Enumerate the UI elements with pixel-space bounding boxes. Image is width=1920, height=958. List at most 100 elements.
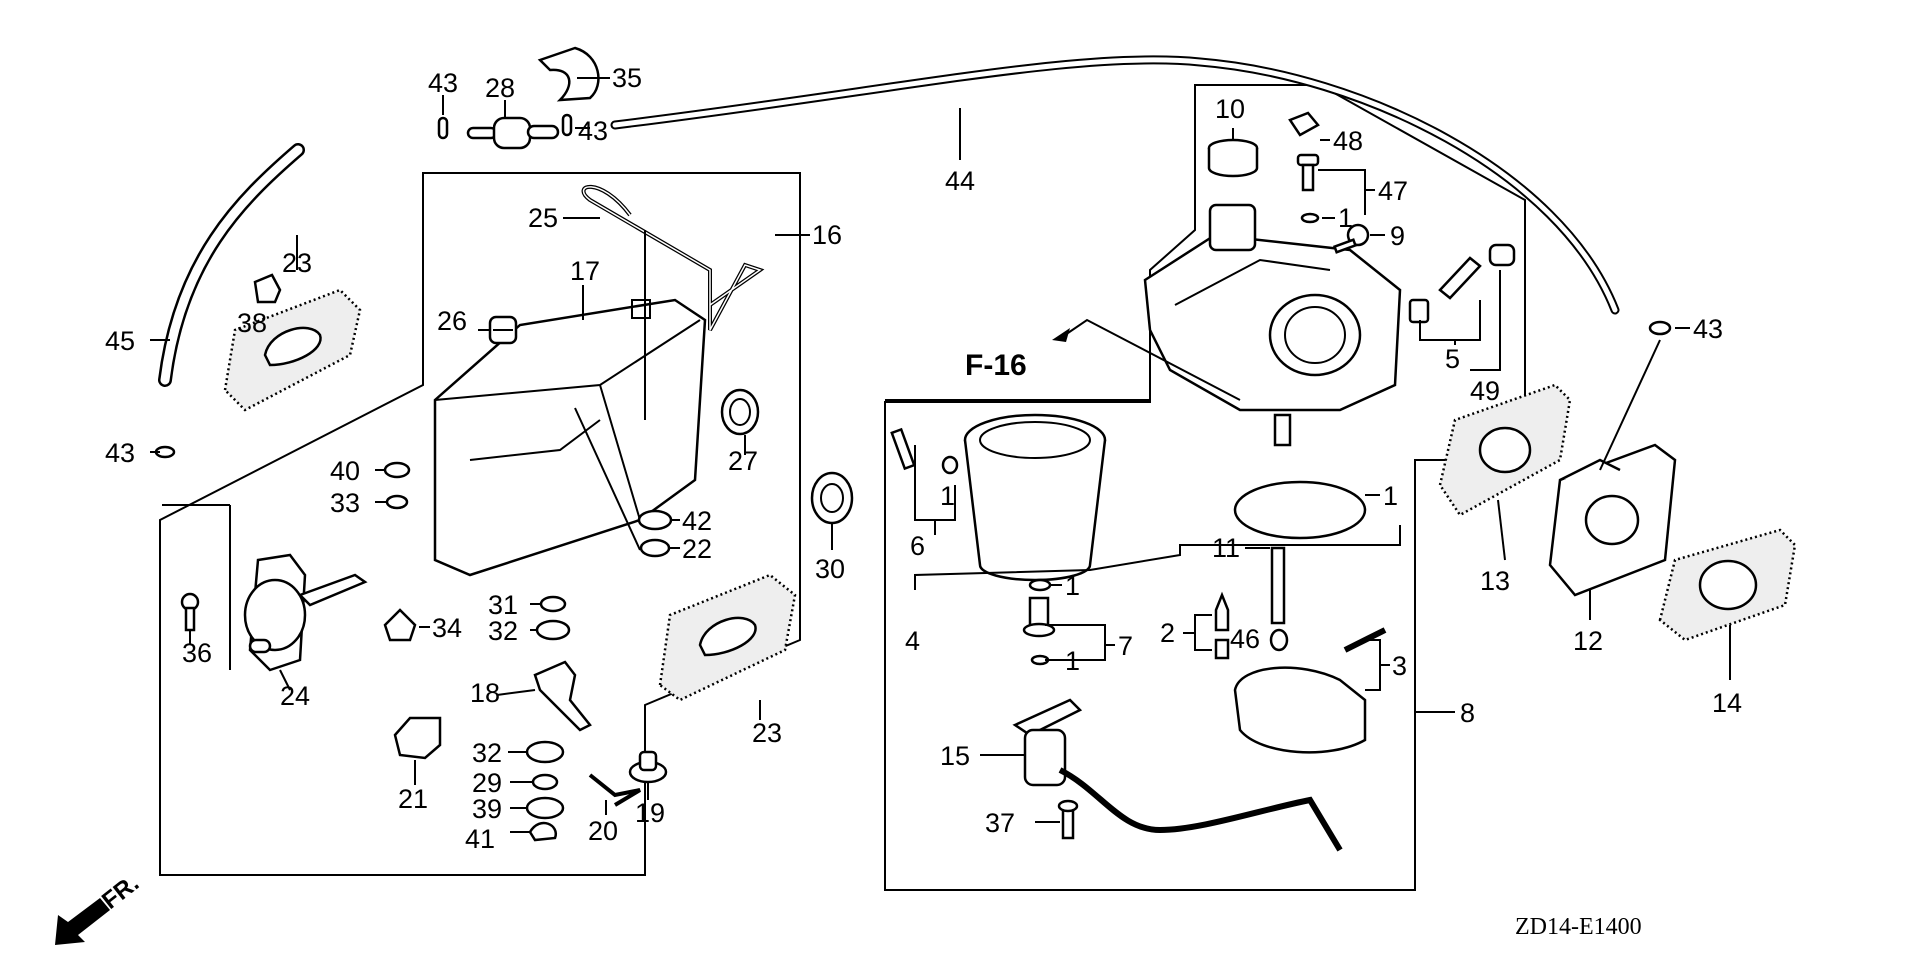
callout-42: 42 <box>682 506 712 536</box>
float-bowl-4 <box>963 413 1107 582</box>
front-arrow-icon <box>55 898 110 945</box>
o-ring-1 <box>1233 480 1367 540</box>
callout-12: 12 <box>1573 626 1603 656</box>
callout-1: 1 <box>1383 481 1398 511</box>
callout-19: 19 <box>635 798 665 828</box>
callout-28: 28 <box>485 73 515 103</box>
insulator-12 <box>1548 443 1677 597</box>
clip-43-mid <box>561 113 573 137</box>
fuel-pump-24 <box>243 553 368 672</box>
washer-42 <box>637 509 673 531</box>
callout-7: 7 <box>1118 631 1133 661</box>
callout-34: 34 <box>432 613 462 643</box>
callout-43: 43 <box>1693 314 1723 344</box>
callout-4: 4 <box>905 626 920 656</box>
callout-22: 22 <box>682 534 712 564</box>
callout-41: 41 <box>465 824 495 854</box>
washer-40 <box>383 461 411 479</box>
callout-48: 48 <box>1333 126 1363 156</box>
carburetor-body <box>1143 203 1402 447</box>
callout-10: 10 <box>1215 94 1245 124</box>
washer-29 <box>531 773 559 791</box>
arrow-head <box>1052 328 1070 342</box>
knob-21 <box>393 716 442 760</box>
clip-41 <box>528 821 558 842</box>
callout-43: 43 <box>105 438 135 468</box>
callout-24: 24 <box>280 681 310 711</box>
cap-10 <box>1207 138 1259 178</box>
callout-11: 11 <box>1212 533 1240 563</box>
screw-6 <box>890 427 916 471</box>
callout-26: 26 <box>437 306 467 336</box>
nut-19 <box>628 750 668 784</box>
collar-38 <box>253 273 282 304</box>
washer-1-top <box>1300 212 1320 224</box>
screw-9 <box>1332 223 1370 254</box>
callout-49: 49 <box>1470 376 1500 406</box>
callout-32: 32 <box>472 738 502 768</box>
callout-36: 36 <box>182 638 212 668</box>
callout-33: 33 <box>330 488 360 518</box>
callout-1: 1 <box>1338 203 1353 233</box>
grommet-27 <box>720 388 760 436</box>
clip-43-left <box>437 116 449 140</box>
callout-8: 8 <box>1460 698 1475 728</box>
callout-1: 1 <box>1065 571 1080 601</box>
bolt-36 <box>180 592 200 632</box>
callout-1: 1 <box>1065 646 1080 676</box>
callout-17: 17 <box>570 256 600 286</box>
washer-1-drain <box>1028 578 1052 592</box>
carburetor-group-outline <box>884 84 1526 891</box>
callout-31: 31 <box>488 590 518 620</box>
leader-lines <box>150 77 1731 833</box>
jet-46 <box>1269 628 1289 652</box>
gasket-14 <box>1658 528 1797 642</box>
callout-20: 20 <box>588 816 618 846</box>
grommet-30 <box>810 471 854 525</box>
screw-5 <box>1408 256 1482 324</box>
gasket-13 <box>1438 383 1572 517</box>
callout-16: 16 <box>812 220 842 250</box>
callout-30: 30 <box>815 554 845 584</box>
screw-47 <box>1296 153 1320 192</box>
callout-39: 39 <box>472 794 502 824</box>
callout-43: 43 <box>428 68 458 98</box>
callout-6: 6 <box>910 531 925 561</box>
needle-valve-2 <box>1214 591 1230 660</box>
callout-45: 45 <box>105 326 135 356</box>
callout-9: 9 <box>1390 221 1405 251</box>
tube-clamp-35 <box>537 46 600 102</box>
nut-34 <box>383 608 417 642</box>
callout-29: 29 <box>472 768 502 798</box>
fuel-cut-solenoid-15 <box>1012 698 1343 852</box>
callout-37: 37 <box>985 808 1015 838</box>
callout-18: 18 <box>470 678 500 708</box>
washer-32-upper <box>535 619 571 641</box>
washer-22 <box>639 538 671 558</box>
reference-label-f16: F-16 <box>965 349 1027 382</box>
callout-38: 38 <box>237 308 267 338</box>
fuel-filter-28 <box>466 116 560 150</box>
gasket-23-lower <box>658 573 797 702</box>
callout-23: 23 <box>752 718 782 748</box>
callout-2: 2 <box>1160 618 1175 648</box>
float-3 <box>1233 666 1367 754</box>
callout-25: 25 <box>528 203 558 233</box>
reference-arrow <box>1064 318 1241 401</box>
callout-32: 32 <box>488 616 518 646</box>
callout-5: 5 <box>1445 344 1460 374</box>
callout-3: 3 <box>1392 651 1407 681</box>
washer-32-lower <box>525 740 565 764</box>
gasket-23-upper <box>223 288 362 412</box>
callout-27: 27 <box>728 446 758 476</box>
fuel-tank-group-outline <box>159 172 801 876</box>
screw-48 <box>1288 111 1320 137</box>
screw-37 <box>1057 799 1079 840</box>
callout-43: 43 <box>578 116 608 146</box>
washer-31 <box>539 595 567 613</box>
callout-44: 44 <box>945 166 975 196</box>
drain-bolt-7 <box>1022 596 1056 638</box>
front-direction-marker: FR. <box>55 870 144 945</box>
callout-47: 47 <box>1378 176 1408 206</box>
callout-46: 46 <box>1230 624 1260 654</box>
